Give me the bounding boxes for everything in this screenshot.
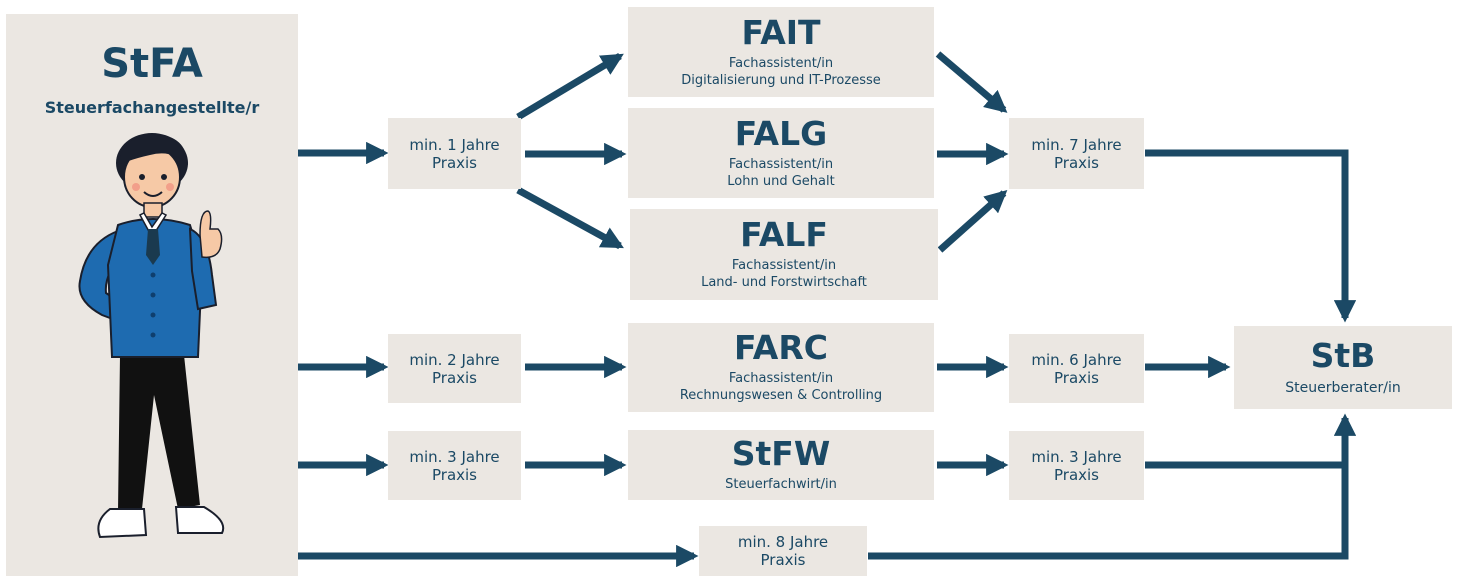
falf-abbr: FALF bbox=[740, 215, 828, 254]
practice-6-line1: min. 6 Jahre bbox=[1031, 350, 1122, 369]
qual-farc: FARC Fachassistent/in Rechnungswesen & C… bbox=[628, 323, 934, 412]
arrow-p8-to-stb-line bbox=[868, 465, 1349, 560]
practice-8-line1: min. 8 Jahre bbox=[737, 533, 829, 551]
stfa-abbr: StFA bbox=[101, 41, 203, 87]
stfw-abbr: StFW bbox=[731, 434, 831, 473]
arrow-p1-to-fait bbox=[516, 52, 624, 121]
falf-line2: Land- und Forstwirtschaft bbox=[701, 275, 867, 290]
practice-box-2-years: min. 2 Jahre Praxis bbox=[388, 334, 521, 403]
practice-2-line1: min. 2 Jahre bbox=[409, 350, 500, 369]
practice-2-line2: Praxis bbox=[432, 368, 477, 387]
practice-box-7-years: min. 7 Jahre Praxis bbox=[1009, 118, 1144, 189]
qual-falg: FALG Fachassistent/in Lohn und Gehalt bbox=[628, 108, 934, 198]
falg-line2: Lohn und Gehalt bbox=[727, 173, 835, 189]
stfa-title: Steuerfachangestellte/r bbox=[44, 98, 260, 117]
farc-abbr: FARC bbox=[734, 328, 828, 367]
practice-1-line2: Praxis bbox=[432, 153, 477, 172]
practice-3-line2: Praxis bbox=[432, 465, 477, 484]
practice-3-line1: min. 3 Jahre bbox=[409, 447, 500, 466]
practice-box-3-years: min. 3 Jahre Praxis bbox=[388, 431, 521, 500]
fait-line2: Digitalisierung und IT-Prozesse bbox=[681, 72, 881, 88]
arrow-fait-to-p7 bbox=[935, 51, 1008, 113]
arrow-p3b-p8-to-stb bbox=[1145, 413, 1357, 469]
practice-box-1-year: min. 1 Jahre Praxis bbox=[388, 118, 521, 189]
practice-7-line1: min. 7 Jahre bbox=[1031, 135, 1122, 154]
practice-3b-line2: Praxis bbox=[1054, 465, 1099, 484]
practice-7-line2: Praxis bbox=[1054, 153, 1099, 172]
arrow-p7-to-stb bbox=[1145, 149, 1357, 323]
practice-box-8-years: min. 8 Jahre Praxis bbox=[699, 526, 867, 576]
farc-line2: Rechnungswesen & Controlling bbox=[679, 388, 883, 403]
arrow-p1-to-falf bbox=[516, 186, 624, 250]
stfa-panel: StFA Steuerfachangestellte/r bbox=[6, 14, 298, 576]
person-illustration bbox=[78, 133, 225, 539]
practice-6-line2: Praxis bbox=[1054, 368, 1099, 387]
qual-falf: FALF Fachassistent/in Land- und Forstwir… bbox=[630, 209, 938, 300]
stb-title: Steuerberater/in bbox=[1285, 379, 1401, 396]
target-stb: StB Steuerberater/in bbox=[1234, 326, 1452, 409]
stb-abbr: StB bbox=[1310, 335, 1376, 375]
practice-box-3-years-b: min. 3 Jahre Praxis bbox=[1009, 431, 1144, 500]
arrow-falf-to-p7 bbox=[937, 190, 1008, 253]
qual-stfw: StFW Steuerfachwirt/in bbox=[628, 430, 934, 500]
practice-3b-line1: min. 3 Jahre bbox=[1031, 447, 1122, 466]
stfw-line1: Steuerfachwirt/in bbox=[725, 477, 837, 492]
falf-line1: Fachassistent/in bbox=[731, 258, 837, 273]
practice-1-line1: min. 1 Jahre bbox=[409, 135, 500, 154]
fait-line1: Fachassistent/in bbox=[728, 55, 834, 71]
practice-8-line2: Praxis bbox=[760, 551, 806, 569]
falg-abbr: FALG bbox=[734, 113, 828, 153]
fait-abbr: FAIT bbox=[741, 12, 821, 52]
falg-line1: Fachassistent/in bbox=[728, 156, 834, 172]
practice-box-6-years: min. 6 Jahre Praxis bbox=[1009, 334, 1144, 403]
farc-line1: Fachassistent/in bbox=[728, 371, 834, 386]
qual-fait: FAIT Fachassistent/in Digitalisierung un… bbox=[628, 7, 934, 97]
